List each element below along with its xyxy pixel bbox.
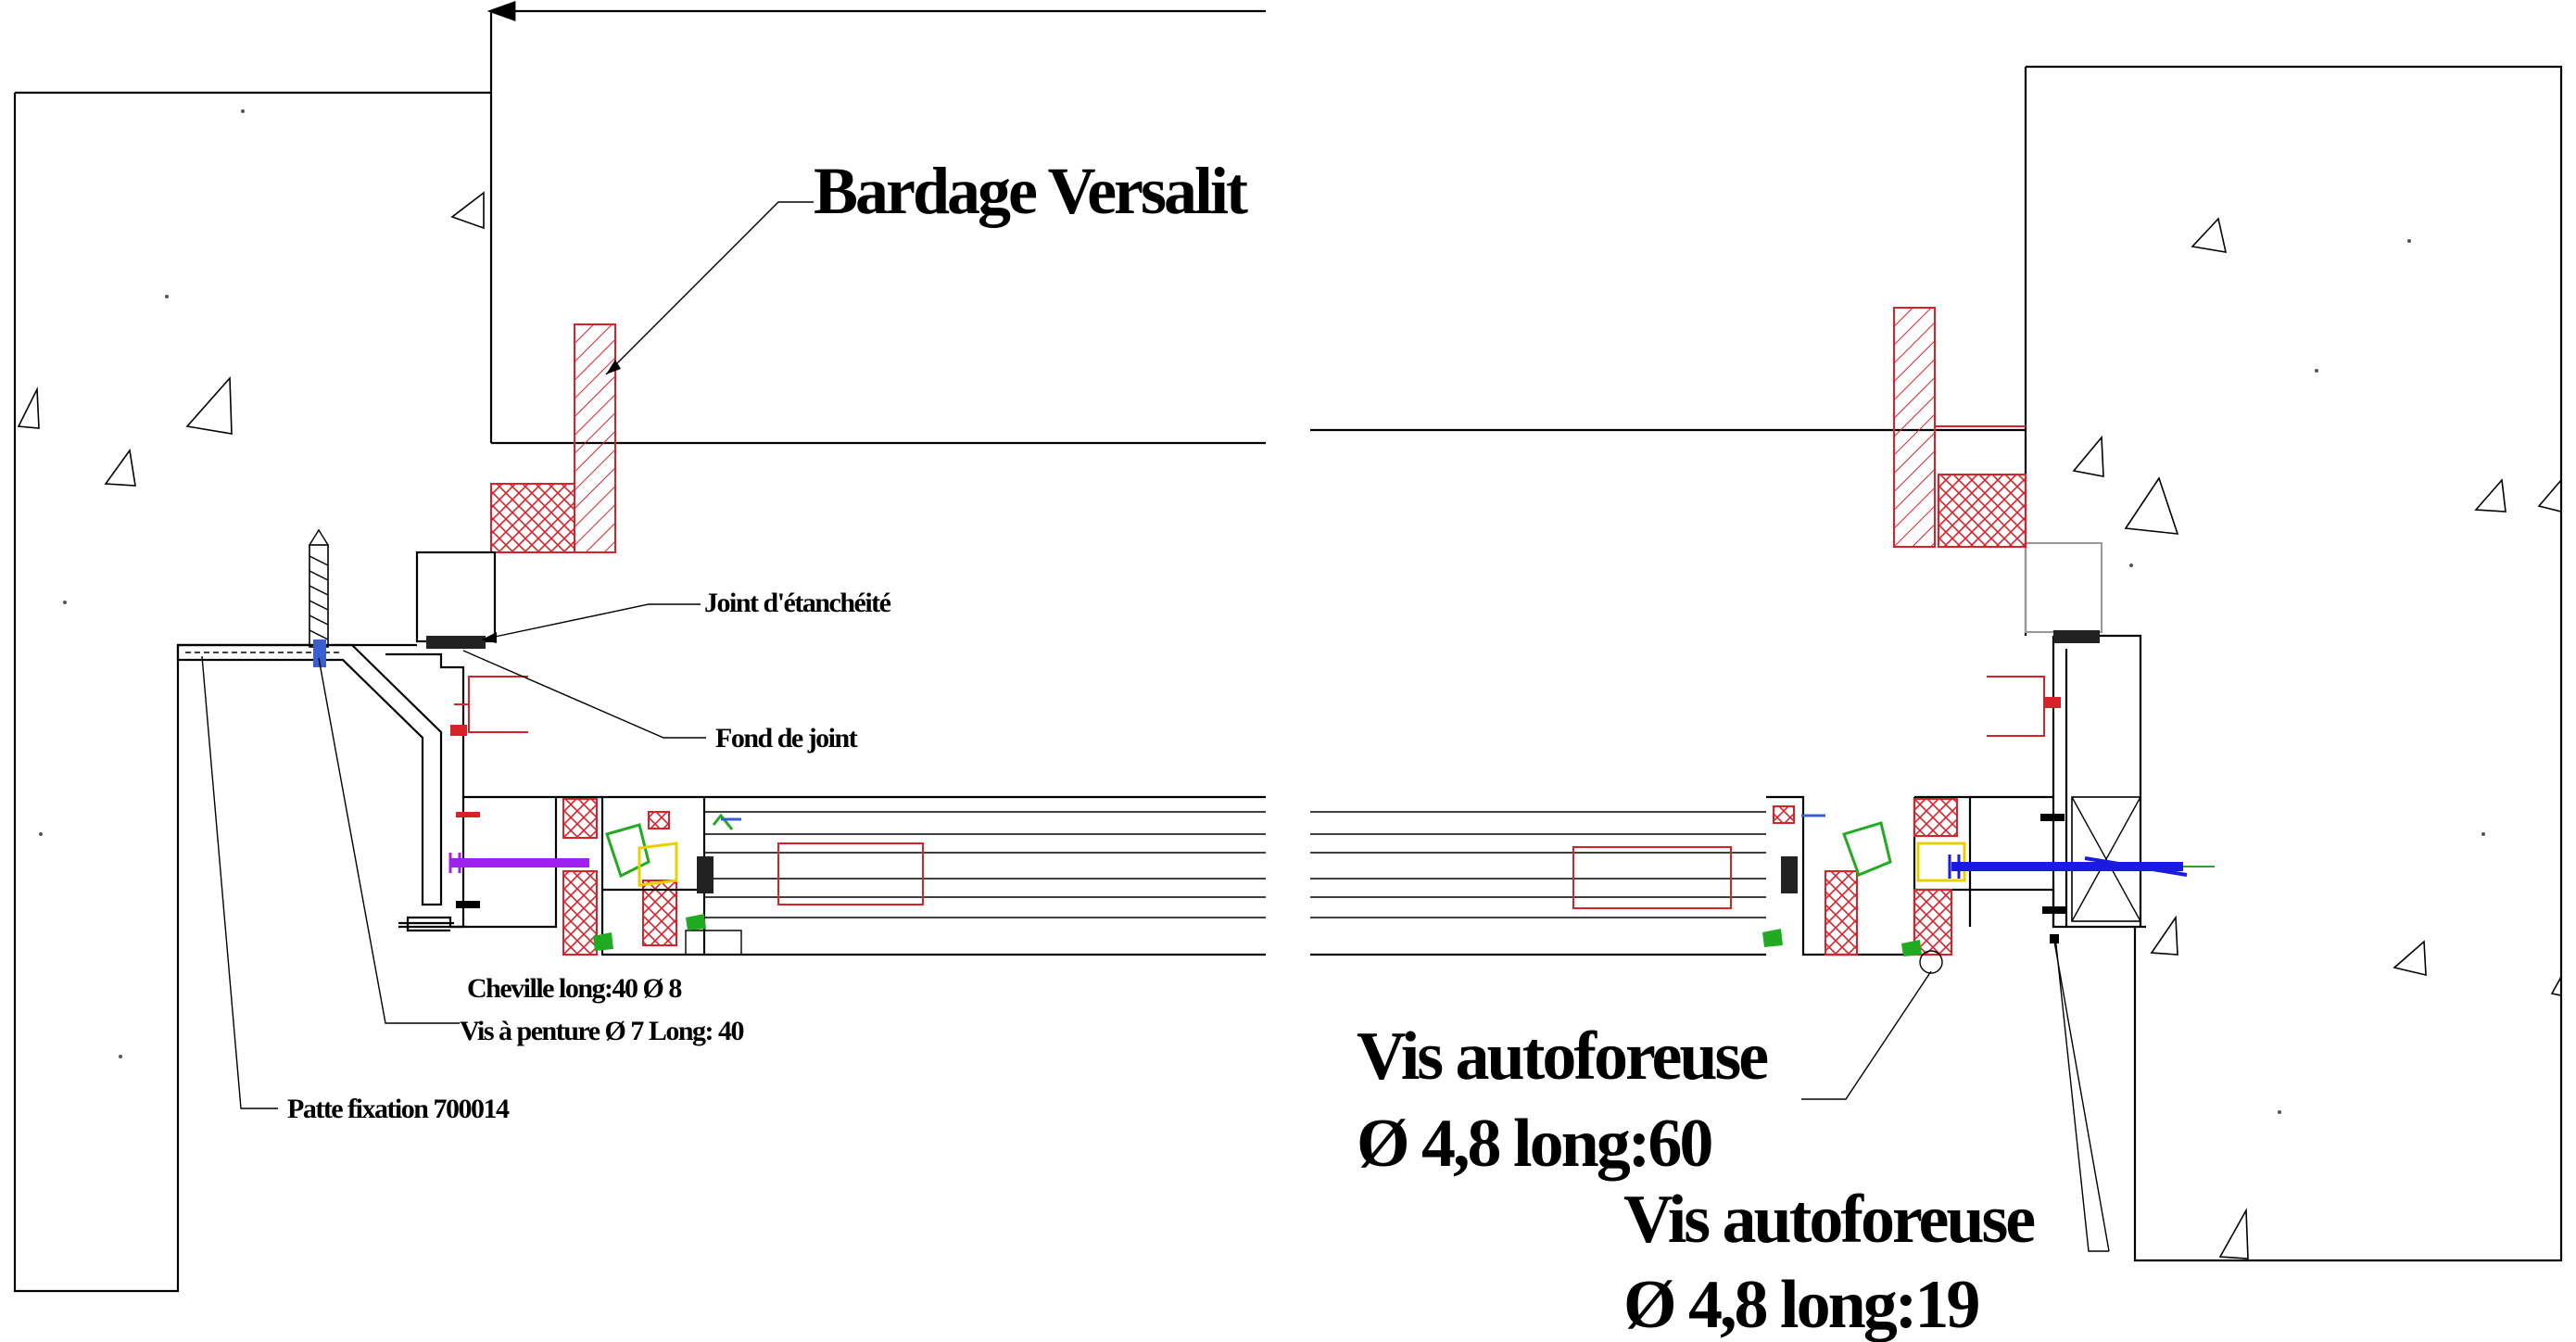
concrete-stub (415, 551, 497, 643)
insulation-block (490, 483, 575, 553)
aggregate-mark (2191, 217, 2228, 253)
aggregate-mark (2218, 1208, 2249, 1260)
aggregate-mark (2072, 435, 2104, 477)
right-concrete-wall (2024, 65, 2563, 1262)
label-fond-de-joint: Fond de joint (715, 723, 858, 753)
fixing-bracket (176, 643, 443, 906)
insulation-vertical-right (1893, 307, 1936, 548)
sealing-joint (426, 636, 486, 649)
outer-frame-profile (385, 652, 1266, 932)
leader-joint (481, 603, 701, 640)
label-vis-autoforeuse-60-line1: Vis autoforeuse (1357, 1019, 1767, 1095)
thermal-break (562, 798, 598, 839)
leader-lines (201, 201, 2110, 1252)
leader-vis-19a (2054, 935, 2109, 1252)
leader-vis-60 (1801, 970, 1932, 1100)
horizontal-screw-left (448, 853, 589, 873)
aggregate-mark (17, 386, 40, 429)
horizontal-screw-right (1948, 855, 2215, 879)
label-vis-penture: Vis à penture Ø 7 Long: 40 (460, 1016, 744, 1046)
insulation-block-right (1938, 474, 2027, 548)
left-section (13, 1, 1266, 1293)
label-patte-fixation: Patte fixation 700014 (287, 1094, 510, 1124)
aggregate-mark (104, 448, 136, 487)
label-vis-autoforeuse-19-line2: Ø 4,8 long:19 (1623, 1267, 1978, 1342)
label-cheville: Cheville long:40 Ø 8 (467, 973, 681, 1004)
glazing-unit-left (697, 811, 1266, 956)
aggregate-mark (450, 191, 485, 230)
aggregate-mark (2537, 477, 2562, 513)
leader-bardage (605, 201, 814, 375)
aggregate-mark (2393, 940, 2427, 977)
aggregate-mark (2550, 973, 2562, 996)
wood-block (2071, 796, 2141, 922)
leader-cheville (318, 657, 460, 1024)
right-section (1310, 65, 2563, 1262)
label-bardage: Bardage Versalit (814, 154, 1248, 228)
leader-fond-joint (462, 650, 706, 739)
insulation-vertical (574, 323, 616, 553)
leader-patte (201, 655, 278, 1109)
aggregate-mark (2124, 476, 2179, 535)
aggregate-mark (2150, 915, 2178, 956)
leader-vis-19b (2052, 935, 2110, 1252)
aggregate-mark (185, 375, 233, 435)
glazing-unit-right (1310, 811, 1798, 956)
label-joint-etancheite: Joint d'étanchéité (704, 588, 891, 618)
vertical-screw (309, 528, 329, 667)
aggregate-mark (2474, 478, 2507, 513)
label-vis-autoforeuse-19-line1: Vis autoforeuse (1623, 1182, 2034, 1258)
concrete-stub-right (2025, 542, 2102, 633)
label-vis-autoforeuse-60-line2: Ø 4,8 long:60 (1357, 1106, 1711, 1182)
